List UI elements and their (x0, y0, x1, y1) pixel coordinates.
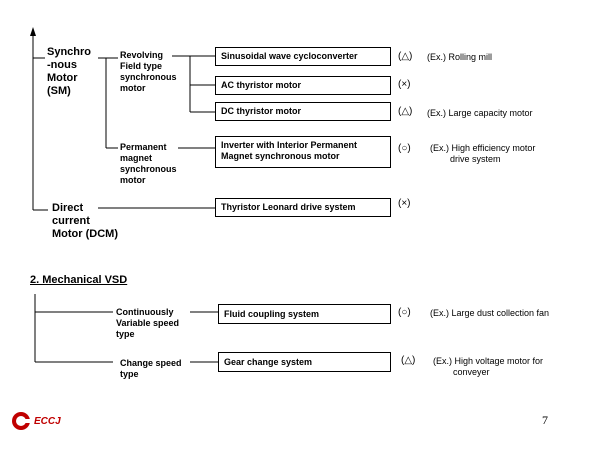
rating-symbol: (○) (398, 307, 411, 318)
permanent-magnet-label: Permanent magnet synchronous motor (120, 142, 177, 185)
page-number: 7 (542, 413, 548, 427)
example-note: (Ex.) High efficiency motor drive system (430, 143, 536, 164)
revolving-field-label: Revolving Field type synchronous motor (120, 50, 177, 93)
example-note: (Ex.) Rolling mill (427, 52, 493, 62)
rating-symbol: (△) (398, 106, 413, 117)
box-fluid-coupling: Fluid coupling system (218, 304, 391, 324)
box-dc-thyristor: DC thyristor motor (215, 102, 391, 121)
box-thyristor-leonard: Thyristor Leonard drive system (215, 198, 391, 217)
dcm-label: Direct current Motor (DCM) (52, 202, 118, 240)
section-heading: 2. Mechanical VSD (30, 274, 128, 286)
box-gear-change: Gear change system (218, 352, 391, 372)
logo-text: ECCJ (34, 416, 61, 427)
continuously-variable-label: Continuously Variable speed type (116, 307, 180, 339)
change-speed-label: Change speed type (120, 358, 182, 379)
example-note: (Ex.) Large capacity motor (427, 108, 533, 118)
rating-symbol: (△) (401, 355, 416, 366)
rating-symbol: (×) (398, 79, 411, 90)
box-ac-thyristor: AC thyristor motor (215, 76, 391, 95)
rating-symbol: (○) (398, 143, 411, 154)
eccj-logo-icon (12, 412, 31, 430)
rating-symbol: (△) (398, 51, 413, 62)
rating-symbol: (×) (398, 198, 411, 209)
box-cycloconverter: Sinusoidal wave cycloconverter (215, 47, 391, 66)
sm-label: Synchro -nous Motor (SM) (47, 46, 92, 97)
example-note: (Ex.) High voltage motor for conveyer (433, 356, 544, 377)
example-note: (Ex.) Large dust collection fan (430, 308, 550, 318)
box-inverter-ipm: Inverter with Interior Permanent Magnet … (215, 136, 391, 168)
